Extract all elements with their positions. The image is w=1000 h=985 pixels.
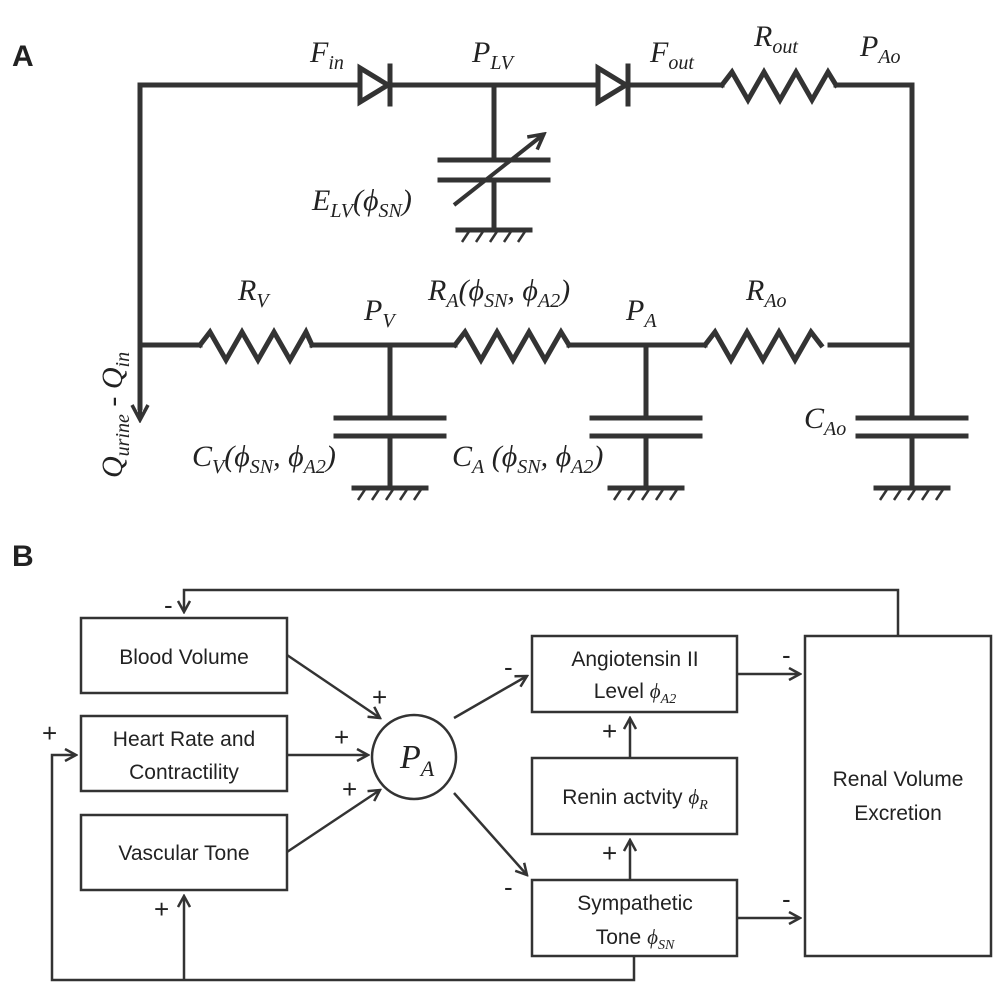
arrow-pa-to-angiotensin — [453, 676, 527, 720]
wire-top-right-down — [833, 82, 915, 421]
sign-blood-to-pa: + — [372, 682, 387, 712]
sign-sympathetic-to-renin: + — [602, 838, 617, 868]
pa-node-label: PA — [399, 739, 435, 781]
label-r-v: RV — [237, 274, 271, 312]
label-c-ao: CAo — [804, 402, 846, 440]
sign-feedback-to-vascular: + — [154, 894, 169, 924]
sympathetic-label-line2: Tone ϕSN — [596, 925, 675, 953]
box-angiotensin — [530, 634, 739, 714]
arrow-blood-to-pa — [286, 653, 380, 718]
box-sympathetic — [530, 878, 739, 958]
renin-label: Renin actvity ϕR — [562, 785, 708, 813]
ground-lv-icon — [455, 227, 533, 243]
label-f-out: Fout — [649, 36, 694, 74]
heart-rate-label-line2: Contractility — [129, 761, 239, 784]
label-f-in: Fin — [309, 36, 344, 74]
box-vascular-tone — [79, 813, 289, 892]
label-c-v: CV(ϕSN, ϕA2) — [192, 440, 336, 478]
label-r-a: RA(ϕSN, ϕA2) — [427, 274, 570, 312]
box-heart-rate — [79, 714, 289, 793]
renal-label-line2: Excretion — [854, 802, 942, 825]
arrow-feedback-to-heart-rate — [50, 755, 636, 982]
resistor-r-out — [718, 66, 840, 106]
resistor-r-a — [451, 326, 573, 366]
label-r-ao: RAo — [745, 274, 787, 312]
sign-pa-to-angiotensin: - — [504, 652, 513, 682]
angiotensin-label-line1: Angiotensin II — [571, 648, 698, 671]
panel-a-label: A — [12, 40, 34, 73]
sign-feedback-to-heart: + — [42, 718, 57, 748]
ground-cv-icon — [351, 485, 429, 501]
box-blood-volume — [79, 616, 289, 695]
angiotensin-label-line2: Level ϕA2 — [594, 679, 676, 707]
circuit — [140, 63, 969, 501]
resistor-r-v — [196, 326, 316, 366]
heart-rate-label-line1: Heart Rate and — [113, 728, 255, 751]
sign-sympathetic-to-renal: - — [782, 884, 791, 914]
sympathetic-label-line1: Sympathetic — [577, 892, 693, 915]
label-q-flow: Qurine - Qin — [96, 352, 134, 478]
ground-cao-icon — [873, 485, 951, 501]
renal-label-line1: Renal Volume — [833, 768, 964, 791]
pa-node — [370, 713, 458, 801]
sign-renin-to-angiotensin: + — [602, 716, 617, 746]
diode-f-out — [595, 63, 631, 107]
sign-vascular-to-pa: + — [342, 774, 357, 804]
ground-ca-icon — [607, 485, 685, 501]
variable-elastance-arrow-icon — [452, 134, 544, 207]
sign-top-feedback: - — [164, 590, 173, 620]
sign-heart-to-pa: + — [334, 722, 349, 752]
vascular-tone-label: Vascular Tone — [118, 842, 249, 865]
label-p-ao: PAo — [859, 30, 901, 68]
box-renin — [530, 756, 739, 836]
diode-f-in — [357, 63, 393, 107]
blood-volume-label: Blood Volume — [119, 646, 249, 669]
label-r-out: Rout — [753, 20, 798, 58]
arrow-pa-to-sympathetic — [453, 792, 527, 875]
label-e-lv: ELV(ϕSN) — [311, 184, 412, 222]
panel-b-label: B — [12, 540, 34, 573]
arrow-feedback-to-blood-volume — [184, 588, 900, 636]
resistor-r-ao — [701, 326, 825, 366]
label-p-a: PA — [625, 294, 657, 332]
label-p-lv: PLV — [471, 36, 516, 74]
sign-angiotensin-to-renal: - — [782, 640, 791, 670]
sign-pa-to-sympathetic: - — [504, 872, 513, 902]
label-p-v: PV — [363, 294, 397, 332]
label-c-a: CA (ϕSN, ϕA2) — [452, 440, 603, 478]
arrow-vascular-to-pa — [286, 790, 380, 854]
box-renal-excretion — [803, 634, 993, 958]
